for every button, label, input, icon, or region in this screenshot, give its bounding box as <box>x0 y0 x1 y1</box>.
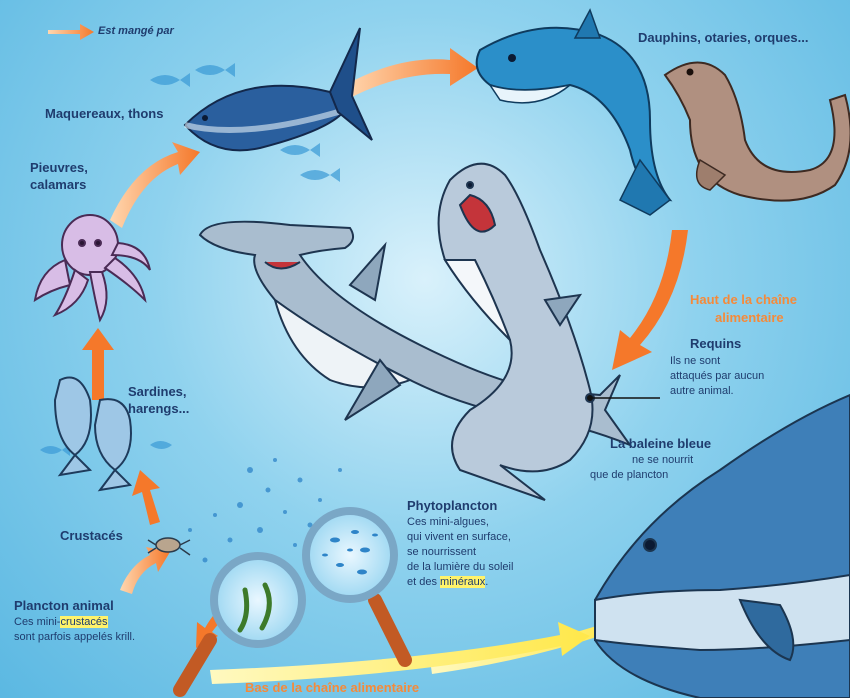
label-whale-title: La baleine bleue <box>610 436 711 451</box>
label-octopus-line1: Pieuvres, <box>30 160 88 175</box>
label-phyto-title: Phytoplancton <box>407 498 497 513</box>
arrow-plankton-to-crustacean <box>120 547 170 594</box>
label-zooplankton-title: Plancton animal <box>14 598 114 613</box>
label-octopus-line2: calamars <box>30 177 86 192</box>
legend-arrow <box>48 24 94 40</box>
label-sharks-title: Requins <box>690 336 741 351</box>
label-crustaceans: Crustacés <box>60 528 123 543</box>
arrow-octopus-to-tuna <box>110 142 200 228</box>
legend-text: Est mangé par <box>98 24 174 38</box>
label-top-chain-line2: alimentaire <box>715 310 784 325</box>
label-phyto-line1: Ces mini-algues, <box>407 515 489 529</box>
octopus-illustration <box>35 215 150 320</box>
label-sharks-line2: attaqués par aucun <box>670 369 764 383</box>
label-phyto-line3: se nourrissent <box>407 545 476 559</box>
phyto-line5-b: minéraux <box>440 576 485 588</box>
label-phyto-line4: de la lumière du soleil <box>407 560 513 574</box>
seal-illustration <box>665 63 850 201</box>
label-whale-line2: que de plancton <box>590 468 668 482</box>
label-sharks-line1: Ils ne sont <box>670 354 720 368</box>
magnifier-phytoplankton <box>306 511 405 660</box>
arrow-to-top <box>612 230 688 370</box>
arrow-sardines-to-octopus <box>82 328 114 400</box>
arrow-tuna-to-dolphin <box>345 48 478 98</box>
arrow-crustacean-to-sardines <box>132 470 160 525</box>
phyto-line5-a: et des <box>407 576 440 588</box>
label-phyto-line5: et des minéraux. <box>407 575 488 589</box>
label-dolphins: Dauphins, otaries, orques... <box>638 30 808 45</box>
label-top-chain-line1: Haut de la chaîne <box>690 292 797 307</box>
tuna-illustration <box>185 28 372 150</box>
label-zooplankton-line2: sont parfois appelés krill. <box>14 630 135 644</box>
label-whale-line1: ne se nourrit <box>632 453 693 467</box>
label-mackerel: Maquereaux, thons <box>45 106 163 121</box>
zooplankton-line1-a: Ces mini- <box>14 616 60 628</box>
label-zooplankton-line1: Ces mini-crustacés <box>14 615 108 629</box>
label-phyto-line2: qui vivent en surface, <box>407 530 511 544</box>
phyto-line5-c: . <box>485 576 488 588</box>
label-bottom-chain: Bas de la chaîne alimentaire <box>245 680 419 695</box>
label-sardines-line2: harengs... <box>128 401 189 416</box>
label-sharks-line3: autre animal. <box>670 384 734 398</box>
zooplankton-line1-b: crustacés <box>60 616 107 628</box>
label-sardines-line1: Sardines, <box>128 384 187 399</box>
